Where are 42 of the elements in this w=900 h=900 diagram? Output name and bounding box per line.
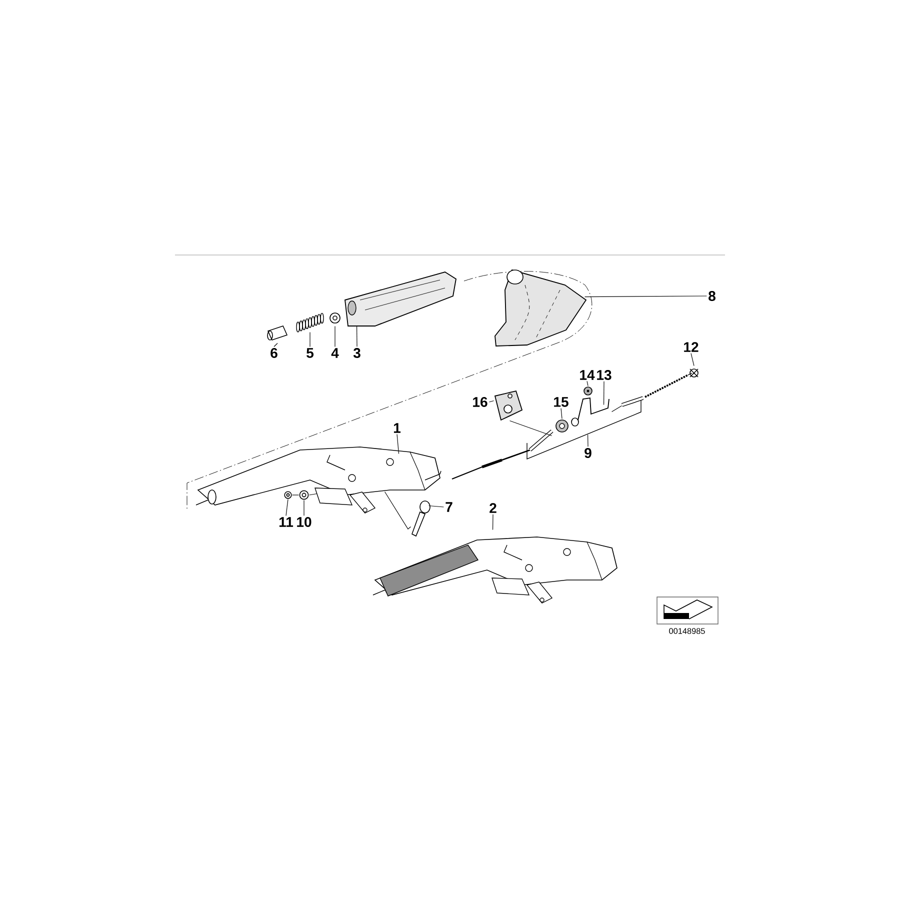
callout-number: 2 bbox=[490, 503, 496, 513]
leader-line bbox=[334, 326, 336, 348]
leader-line bbox=[428, 505, 444, 508]
leader-line bbox=[584, 296, 707, 298]
callout-number: 10 bbox=[297, 517, 312, 527]
leader-line bbox=[587, 434, 588, 447]
washer-drawing bbox=[330, 312, 340, 324]
callout-number: 4 bbox=[331, 348, 339, 358]
callout-number: 1 bbox=[394, 423, 401, 433]
leader-line bbox=[286, 498, 288, 516]
clip-drawing bbox=[690, 368, 698, 378]
assembly-line bbox=[384, 491, 412, 530]
leader-line bbox=[356, 325, 358, 347]
assembly-line bbox=[611, 405, 622, 412]
leader-line bbox=[396, 434, 400, 454]
spring-drawing bbox=[296, 312, 324, 332]
assembly-line bbox=[509, 420, 552, 436]
leader-line bbox=[560, 408, 562, 420]
hand-brake-lever-drawing bbox=[372, 536, 618, 604]
callout-number: 7 bbox=[446, 502, 452, 512]
hand-brake-lever-drawing bbox=[196, 446, 442, 514]
leader-line bbox=[274, 342, 278, 347]
assembly-line bbox=[308, 493, 318, 496]
callout-number: 6 bbox=[270, 348, 278, 358]
callout-number: 3 bbox=[353, 348, 360, 358]
leader-line bbox=[492, 514, 494, 530]
callout-number: 5 bbox=[306, 348, 314, 358]
nut-drawing bbox=[284, 491, 292, 499]
leader-line bbox=[690, 353, 694, 366]
leader-line bbox=[488, 400, 494, 402]
callout-number: 12 bbox=[684, 342, 698, 352]
callout-number: 13 bbox=[597, 370, 612, 380]
reference-number: 00148985 bbox=[669, 628, 705, 634]
callout-number: 8 bbox=[708, 291, 716, 301]
handle-grip-drawing bbox=[344, 272, 457, 326]
nut-drawing bbox=[299, 490, 309, 500]
callout-number: 11 bbox=[279, 517, 294, 527]
bolt-drawing bbox=[412, 500, 430, 537]
assembly-line bbox=[292, 494, 300, 496]
callout-number: 14 bbox=[580, 370, 595, 380]
leader-line bbox=[586, 380, 588, 386]
leader-line bbox=[603, 381, 604, 406]
